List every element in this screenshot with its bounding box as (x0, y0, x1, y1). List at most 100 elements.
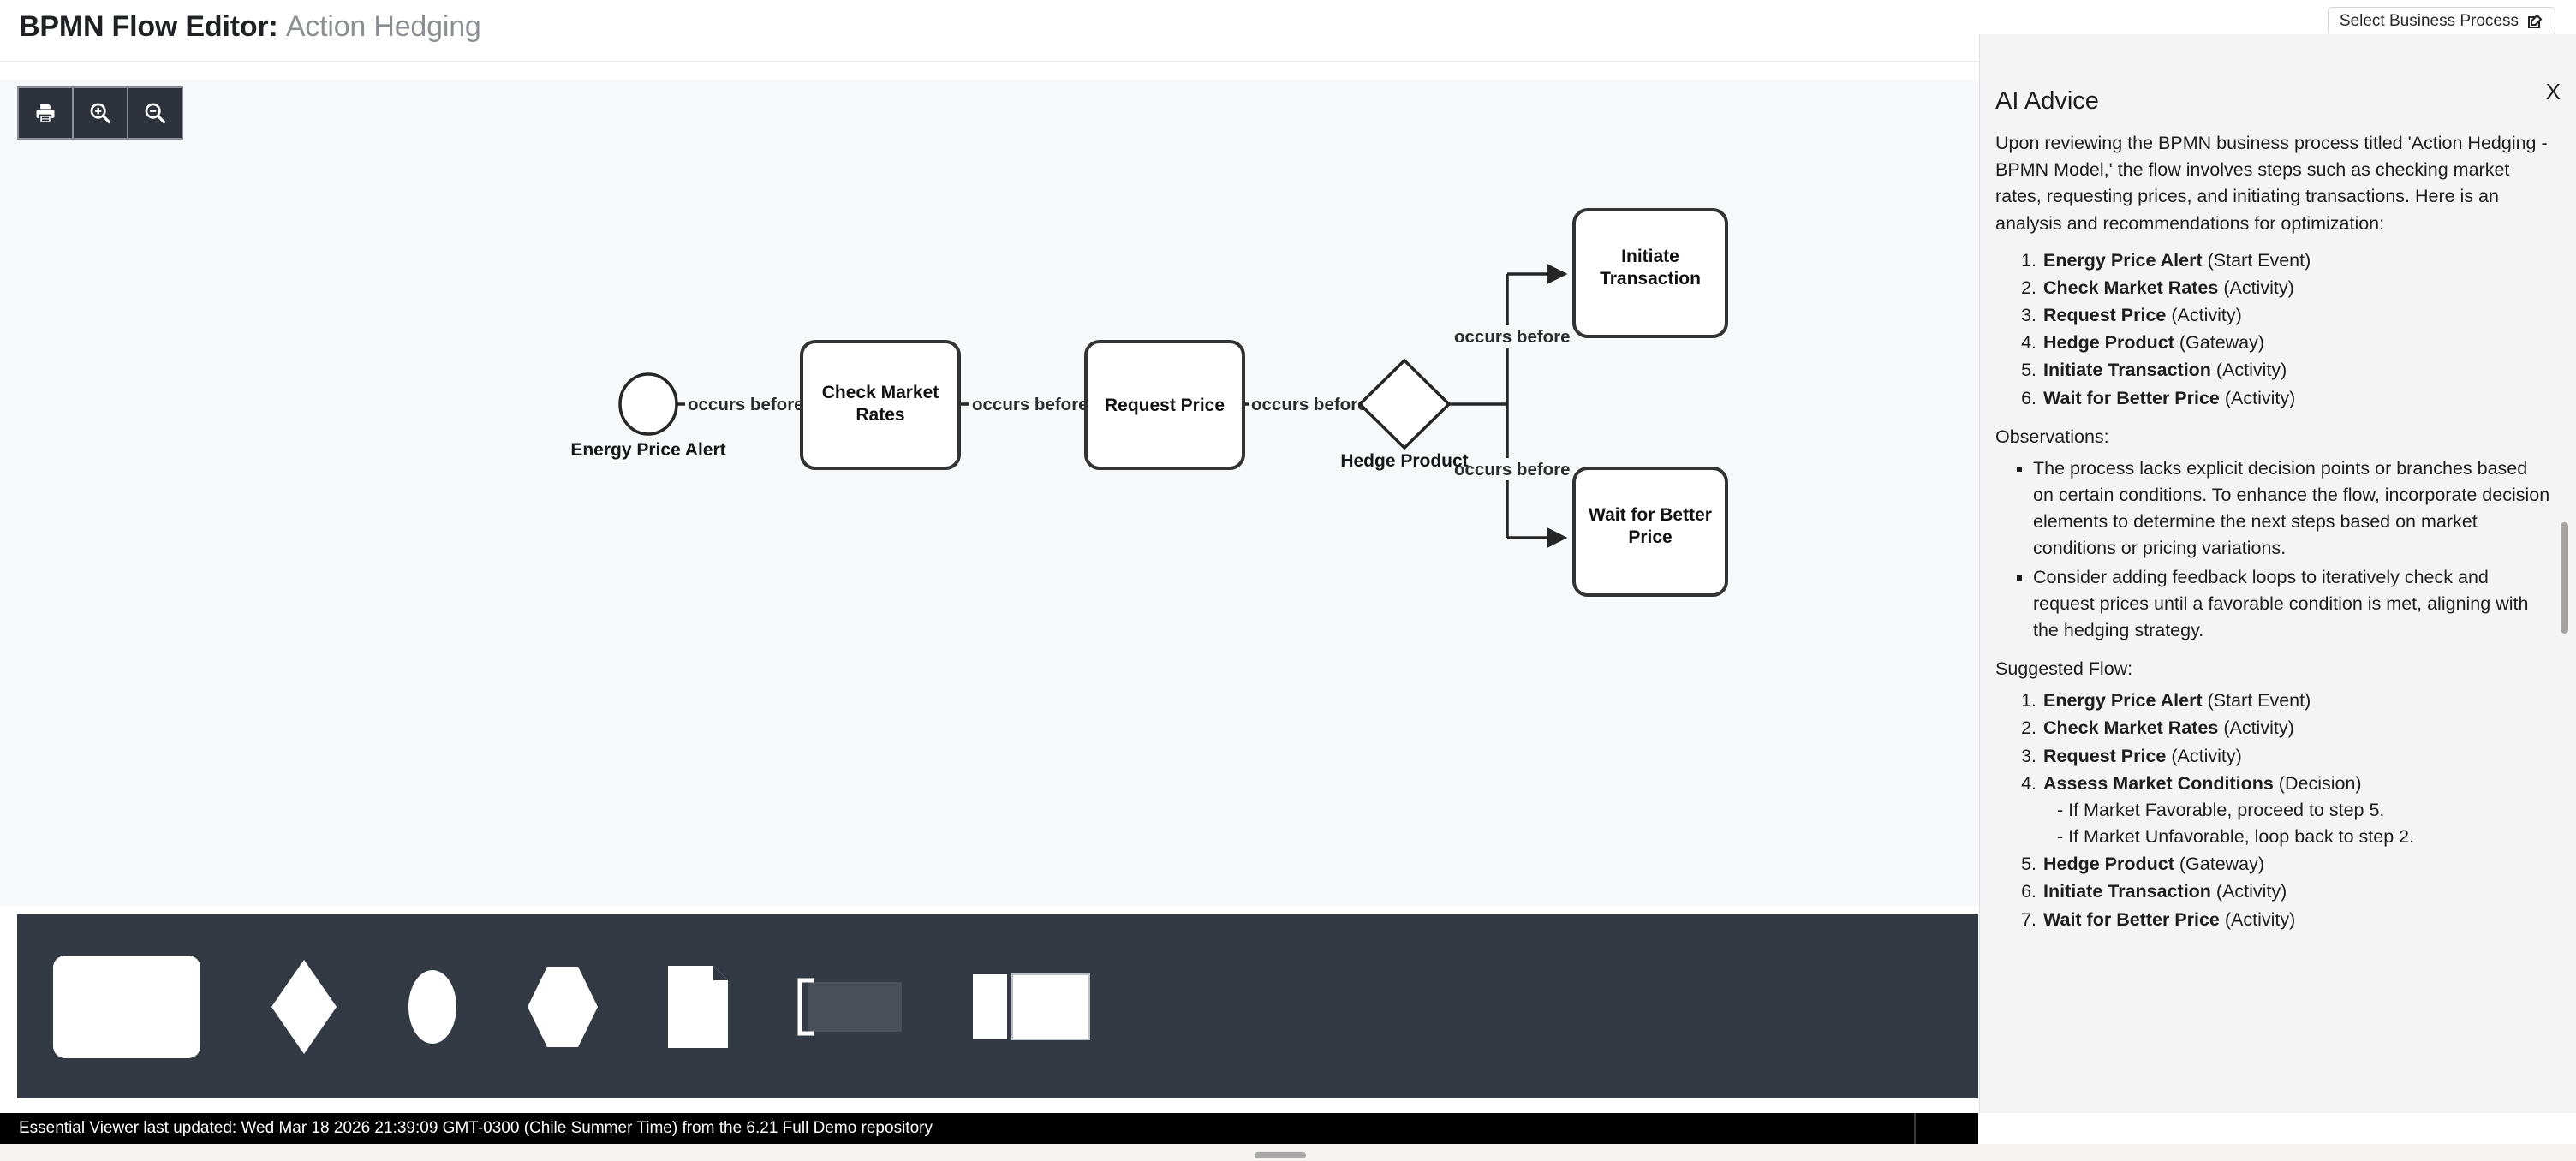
bpmn-diagram-svg[interactable]: occurs before occurs before occurs befor… (0, 63, 1978, 906)
ai-advice-body: Upon reviewing the BPMN business process… (1995, 130, 2550, 937)
list-item: Energy Price Alert (Start Event) (2042, 247, 2550, 274)
ai-observations-list: The process lacks explicit decision poin… (1995, 455, 2550, 644)
diamond-icon (271, 959, 337, 1054)
list-item: Consider adding feedback loops to iterat… (2033, 564, 2550, 645)
palette-gateway[interactable] (269, 957, 339, 1057)
ai-observations-label: Observations: (1995, 426, 2109, 447)
list-item-sub-line: - If Market Favorable, proceed to step 5… (2057, 799, 2385, 820)
bpmn-node-start-event[interactable] (618, 372, 678, 436)
bpmn-node-request-price-label: Request Price (1105, 396, 1225, 415)
svg-text:occurs before: occurs before (1454, 327, 1571, 347)
palette-data-object[interactable] (666, 964, 730, 1050)
document-icon (668, 965, 728, 1048)
list-item: Hedge Product (Gateway) (2042, 330, 2550, 356)
list-item: Energy Price Alert (Start Event) (2042, 688, 2550, 714)
svg-text:Check Market: Check Market (822, 383, 939, 402)
svg-text:occurs before: occurs before (972, 395, 1088, 414)
list-item: Hedge Product (Gateway) (2042, 851, 2550, 878)
ai-suggested-flow-list: Energy Price Alert (Start Event)Check Ma… (1995, 688, 2550, 933)
page-header: BPMN Flow Editor: Action Hedging Select … (0, 0, 2576, 62)
list-item-term: Request Price (2043, 745, 2167, 766)
palette-group[interactable] (796, 978, 904, 1036)
list-item: The process lacks explicit decision poin… (2033, 455, 2550, 563)
edge-label-gateway-to-wait: occurs before (1452, 458, 1593, 480)
bpmn-node-wait-for-better-price[interactable]: Wait for Better Price (1572, 467, 1728, 597)
horizontal-scrollbar-thumb[interactable] (1255, 1152, 1306, 1158)
shape-palette (17, 914, 1978, 1098)
ai-advice-panel: X AI Advice Upon reviewing the BPMN busi… (1979, 34, 2576, 1113)
pool-lane-icon (973, 973, 1090, 1040)
palette-activity[interactable] (51, 954, 202, 1060)
bpmn-node-initiate-transaction[interactable]: Initiate Transaction (1572, 208, 1728, 338)
close-icon[interactable]: X (2545, 79, 2561, 104)
list-item-term: Check Market Rates (2043, 277, 2219, 298)
list-item-term: Hedge Product (2043, 332, 2174, 354)
zoom-in-button[interactable] (74, 88, 127, 138)
list-item-term: Initiate Transaction (2043, 881, 2211, 902)
page-title-prefix: BPMN Flow Editor: (19, 10, 278, 43)
list-item: Assess Market Conditions (Decision)- If … (2042, 771, 2550, 851)
list-item: Check Market Rates (Activity) (2042, 715, 2550, 741)
circle-icon (408, 969, 456, 1044)
palette-pool[interactable] (971, 973, 1091, 1041)
list-item: Request Price (Activity) (2042, 302, 2550, 329)
svg-text:Rates: Rates (856, 405, 904, 425)
list-item-term: Energy Price Alert (2043, 249, 2203, 271)
bpmn-node-request-price[interactable]: Request Price (1084, 340, 1245, 470)
edge-label-request-to-gateway: occurs before (1249, 393, 1386, 415)
ai-current-flow-list: Energy Price Alert (Start Event)Check Ma… (1995, 247, 2550, 412)
hexagon-icon (528, 966, 598, 1047)
palette-event[interactable] (406, 968, 459, 1046)
svg-text:Wait for Better: Wait for Better (1589, 505, 1712, 525)
bpmn-node-start-event-label: Energy Price Alert (570, 440, 725, 460)
edit-square-icon (2526, 13, 2543, 30)
list-item-term: Check Market Rates (2043, 717, 2219, 739)
printer-icon (33, 101, 57, 125)
select-business-process-button[interactable]: Select Business Process (2327, 7, 2555, 36)
edge-label-gateway-to-initiate: occurs before (1452, 325, 1593, 348)
status-bar: Essential Viewer last updated: Wed Mar 1… (0, 1113, 1978, 1144)
svg-text:occurs before: occurs before (688, 395, 804, 414)
magnifier-minus-icon (143, 101, 167, 125)
edge-label-check-to-request: occurs before (969, 393, 1106, 415)
ai-advice-title: AI Advice (1995, 87, 2099, 115)
page-title: BPMN Flow Editor: Action Hedging (19, 10, 481, 44)
bpmn-node-check-market-rates[interactable]: Check Market Rates (800, 340, 961, 470)
list-item: Initiate Transaction (Activity) (2042, 357, 2550, 384)
svg-text:Initiate: Initiate (1621, 247, 1679, 266)
status-bar-text: Essential Viewer last updated: Wed Mar 1… (19, 1119, 933, 1137)
list-item: Wait for Better Price (Activity) (2042, 385, 2550, 412)
list-item-sub-line: - If Market Unfavorable, loop back to st… (2057, 826, 2415, 848)
list-item: Request Price (Activity) (2042, 743, 2550, 770)
list-item-term: Initiate Transaction (2043, 360, 2211, 381)
canvas-top-spacer (0, 63, 2576, 80)
canvas-toolbar (17, 86, 183, 140)
list-item-term: Energy Price Alert (2043, 690, 2203, 711)
list-item: Initiate Transaction (Activity) (2042, 878, 2550, 905)
rounded-rectangle-icon (53, 955, 200, 1058)
list-item-term: Assess Market Conditions (2043, 772, 2274, 794)
list-item-term: Hedge Product (2043, 854, 2174, 875)
list-item-term: Request Price (2043, 305, 2167, 326)
edge-label-start-to-check: occurs before (685, 393, 822, 415)
print-button[interactable] (19, 88, 72, 138)
svg-text:occurs before: occurs before (1251, 395, 1368, 414)
zoom-out-button[interactable] (128, 88, 182, 138)
svg-text:Price: Price (1628, 527, 1672, 547)
bracket-group-icon (797, 978, 902, 1035)
page-title-object-name: Action Hedging (285, 10, 481, 43)
svg-text:occurs before: occurs before (1454, 460, 1571, 479)
svg-text:Transaction: Transaction (1600, 269, 1701, 289)
ai-suggested-flow-label: Suggested Flow: (1995, 658, 2133, 680)
bpmn-node-gateway-hedge-product[interactable] (1357, 358, 1452, 450)
select-business-process-label: Select Business Process (2339, 12, 2519, 30)
magnifier-plus-icon (88, 101, 112, 125)
list-item-term: Wait for Better Price (2043, 387, 2220, 408)
list-item: Wait for Better Price (Activity) (2042, 907, 2550, 933)
status-bar-divider (1914, 1113, 1916, 1144)
list-item: Check Market Rates (Activity) (2042, 275, 2550, 301)
ai-advice-intro: Upon reviewing the BPMN business process… (1995, 133, 2548, 234)
list-item-term: Wait for Better Price (2043, 908, 2220, 930)
palette-hexagon[interactable] (526, 965, 599, 1049)
panel-scrollbar-thumb[interactable] (2561, 522, 2568, 634)
